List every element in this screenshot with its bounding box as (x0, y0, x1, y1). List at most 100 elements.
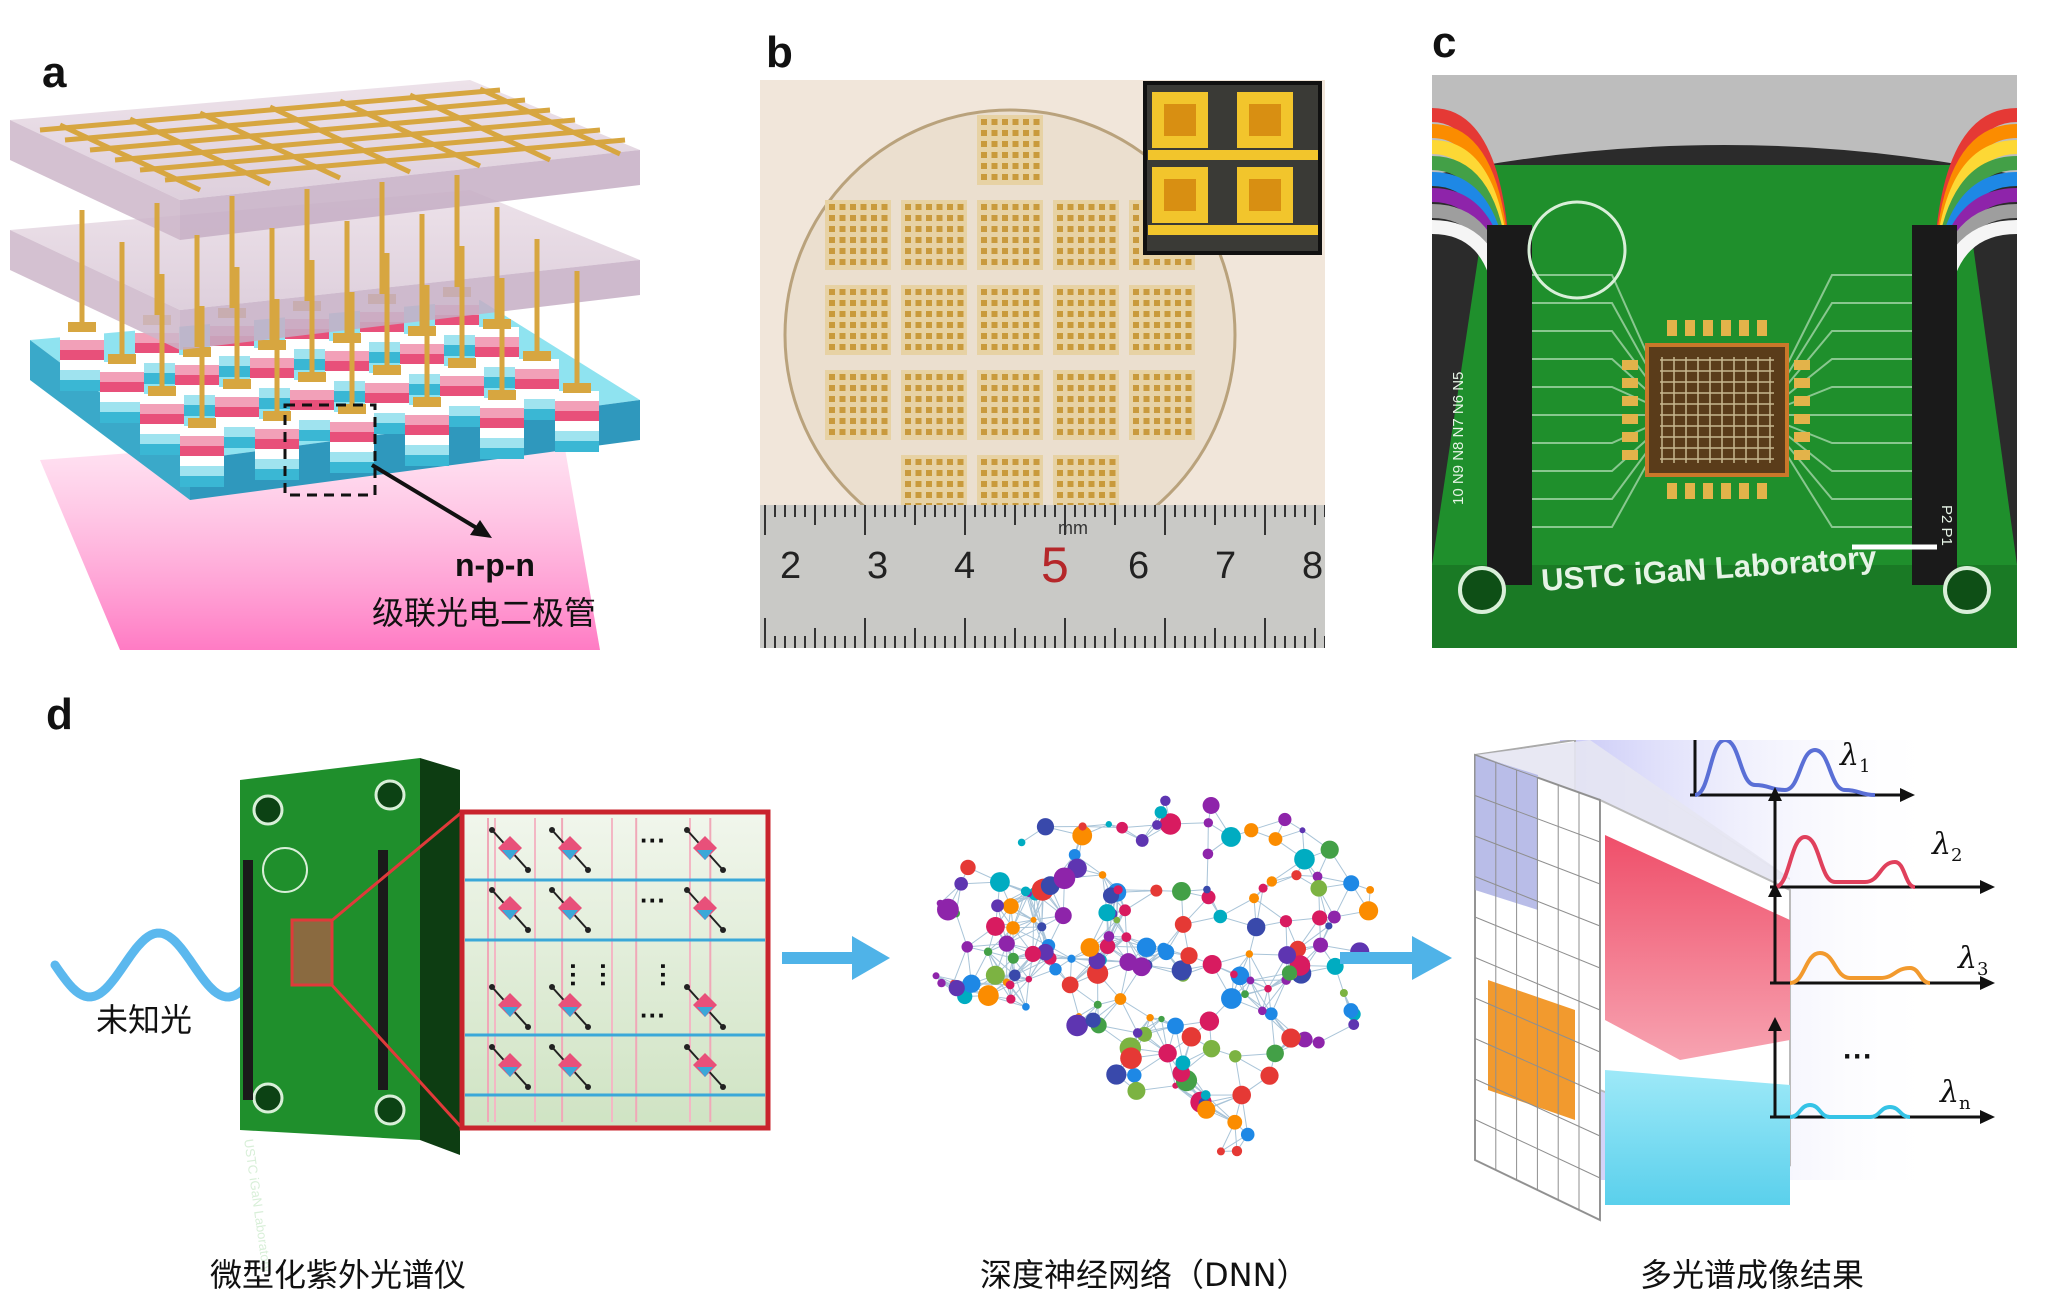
spectrum-lambda: λ (1940, 1075, 1960, 1110)
pcb-pin-labels-left: 10 N9 N8 N7 N6 N5 (1450, 371, 1467, 505)
network-node (1078, 822, 1087, 831)
network-node (1266, 1044, 1284, 1063)
photodiode-pixel (555, 383, 599, 452)
network-node (1327, 910, 1341, 924)
multispectral-cube (1474, 740, 1791, 1222)
network-node (1171, 960, 1192, 981)
network-node (1216, 1147, 1225, 1156)
panel-d-workflow (50, 740, 1995, 1222)
network-node (1006, 921, 1020, 935)
network-node (991, 899, 1004, 913)
network-node (1202, 796, 1220, 814)
network-node (937, 978, 946, 988)
network-node (1203, 818, 1214, 828)
network-node (1181, 1027, 1202, 1047)
network-node (986, 917, 1005, 936)
network-node (1268, 832, 1283, 846)
network-node (1240, 1127, 1255, 1142)
spectra-plots (1690, 740, 1995, 1124)
network-node (1281, 1028, 1301, 1048)
detector-chip (1645, 343, 1789, 477)
network-node (1127, 1081, 1146, 1100)
network-node (1343, 1003, 1359, 1019)
network-node (1264, 984, 1272, 993)
wafer-chip (825, 200, 891, 270)
network-node (936, 899, 944, 907)
photodiode-pixel (255, 411, 299, 480)
network-node (932, 972, 940, 980)
network-node (1022, 1003, 1030, 1011)
network-node (960, 859, 976, 876)
spectrum-curve (1789, 1102, 1911, 1119)
network-node (1246, 976, 1255, 985)
network-node (1020, 886, 1031, 897)
photodiode-pixel (60, 322, 104, 391)
network-node (1135, 834, 1149, 847)
array-ellipsis: ··· (640, 825, 666, 855)
network-node (1310, 880, 1328, 897)
photodiode-pixel (365, 365, 409, 434)
network-node (1174, 916, 1192, 933)
network-node (1339, 988, 1348, 997)
spectrum-lambda: λ (1840, 738, 1860, 773)
network-node (1036, 818, 1055, 836)
network-node (1087, 962, 1109, 984)
network-node (1068, 848, 1081, 861)
spectrum-curve (1774, 834, 1916, 889)
array-ellipsis: ··· (640, 1000, 666, 1030)
network-node (1132, 1028, 1143, 1038)
array-ellipsis: ··· (648, 962, 679, 989)
photodiode-pixel (175, 347, 219, 416)
wafer-chip (901, 370, 967, 440)
network-node (983, 947, 993, 956)
wafer-chip (901, 200, 967, 270)
network-node (1024, 945, 1042, 963)
network-node (1105, 821, 1113, 828)
panel-label-d: d (46, 690, 73, 739)
network-node (1093, 1000, 1102, 1009)
cube-region-purple (1475, 755, 1538, 910)
network-node (1200, 1090, 1211, 1100)
wafer-chip (1053, 285, 1119, 355)
network-node (1348, 1019, 1360, 1030)
network-node (985, 965, 1005, 985)
network-node (1281, 965, 1298, 981)
network-node (1119, 904, 1131, 917)
photodiode-pixel (405, 397, 449, 466)
array-ellipsis: ··· (588, 962, 619, 989)
network-node (1172, 881, 1191, 901)
network-node (1294, 848, 1315, 870)
network-node (1312, 910, 1328, 926)
network-node (1264, 1007, 1278, 1021)
network-node (998, 935, 1015, 952)
network-node (1291, 870, 1302, 881)
network-node (1136, 937, 1157, 958)
network-node (1159, 813, 1182, 835)
network-node (1006, 994, 1016, 1004)
photodiode-pixel (475, 319, 519, 388)
network-node (1343, 875, 1360, 892)
ruler-number: 6 (1128, 545, 1150, 587)
network-node (1106, 1064, 1127, 1085)
panel-b-photo (760, 80, 1325, 648)
device-connector-left (243, 860, 253, 1100)
network-node (1230, 970, 1238, 979)
network-node (1088, 952, 1106, 970)
network-node (1245, 950, 1254, 958)
network-node (1053, 867, 1076, 890)
ruler-ticks (764, 505, 1325, 648)
network-node (1197, 1100, 1216, 1119)
photodiode-pixel (180, 418, 224, 487)
spectrum-curve (1789, 950, 1931, 985)
inset-electrode (1237, 167, 1293, 223)
network-node (1227, 1114, 1243, 1130)
network-node (1154, 806, 1168, 819)
wafer-chip (1053, 200, 1119, 270)
pcb-pin-labels-right: P2 P1 (1938, 505, 1955, 546)
spectrum-subscript: 3 (1977, 959, 1989, 980)
network-node (1116, 821, 1128, 834)
mount-hole-left (1458, 566, 1506, 614)
device-logo (262, 847, 308, 893)
network-node (1180, 947, 1198, 965)
network-node (1175, 1055, 1191, 1071)
